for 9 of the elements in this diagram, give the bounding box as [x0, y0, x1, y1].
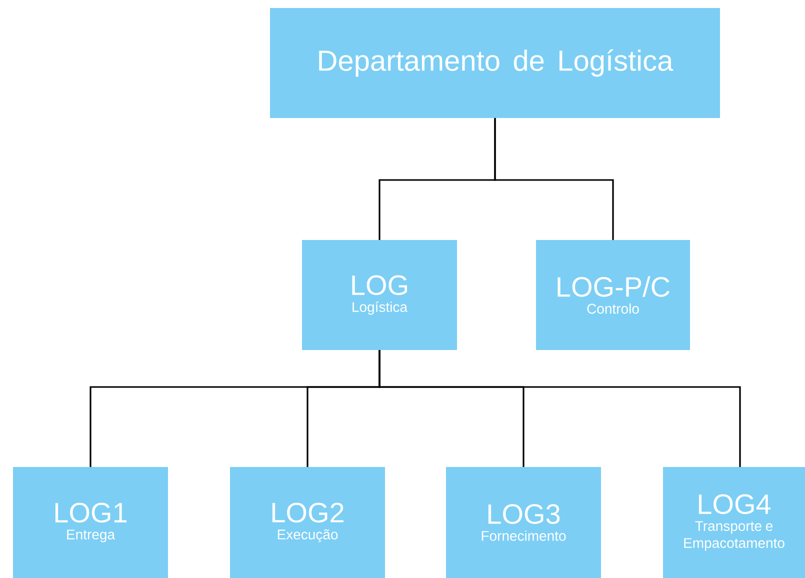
org-box: LOG Logística [302, 240, 457, 350]
connector-line [494, 118, 614, 240]
org-box: LOG3 Fornecimento [446, 467, 601, 578]
org-box: LOG-P/C Controlo [536, 240, 690, 350]
org-box: LOG4 Transporte e Empacotamento [663, 467, 805, 578]
org-box: LOG1 Entrega [13, 467, 168, 578]
org-box: LOG2 Execução [230, 467, 385, 578]
org-box: Departamento de Logística [270, 8, 720, 118]
connector-line [378, 350, 741, 467]
